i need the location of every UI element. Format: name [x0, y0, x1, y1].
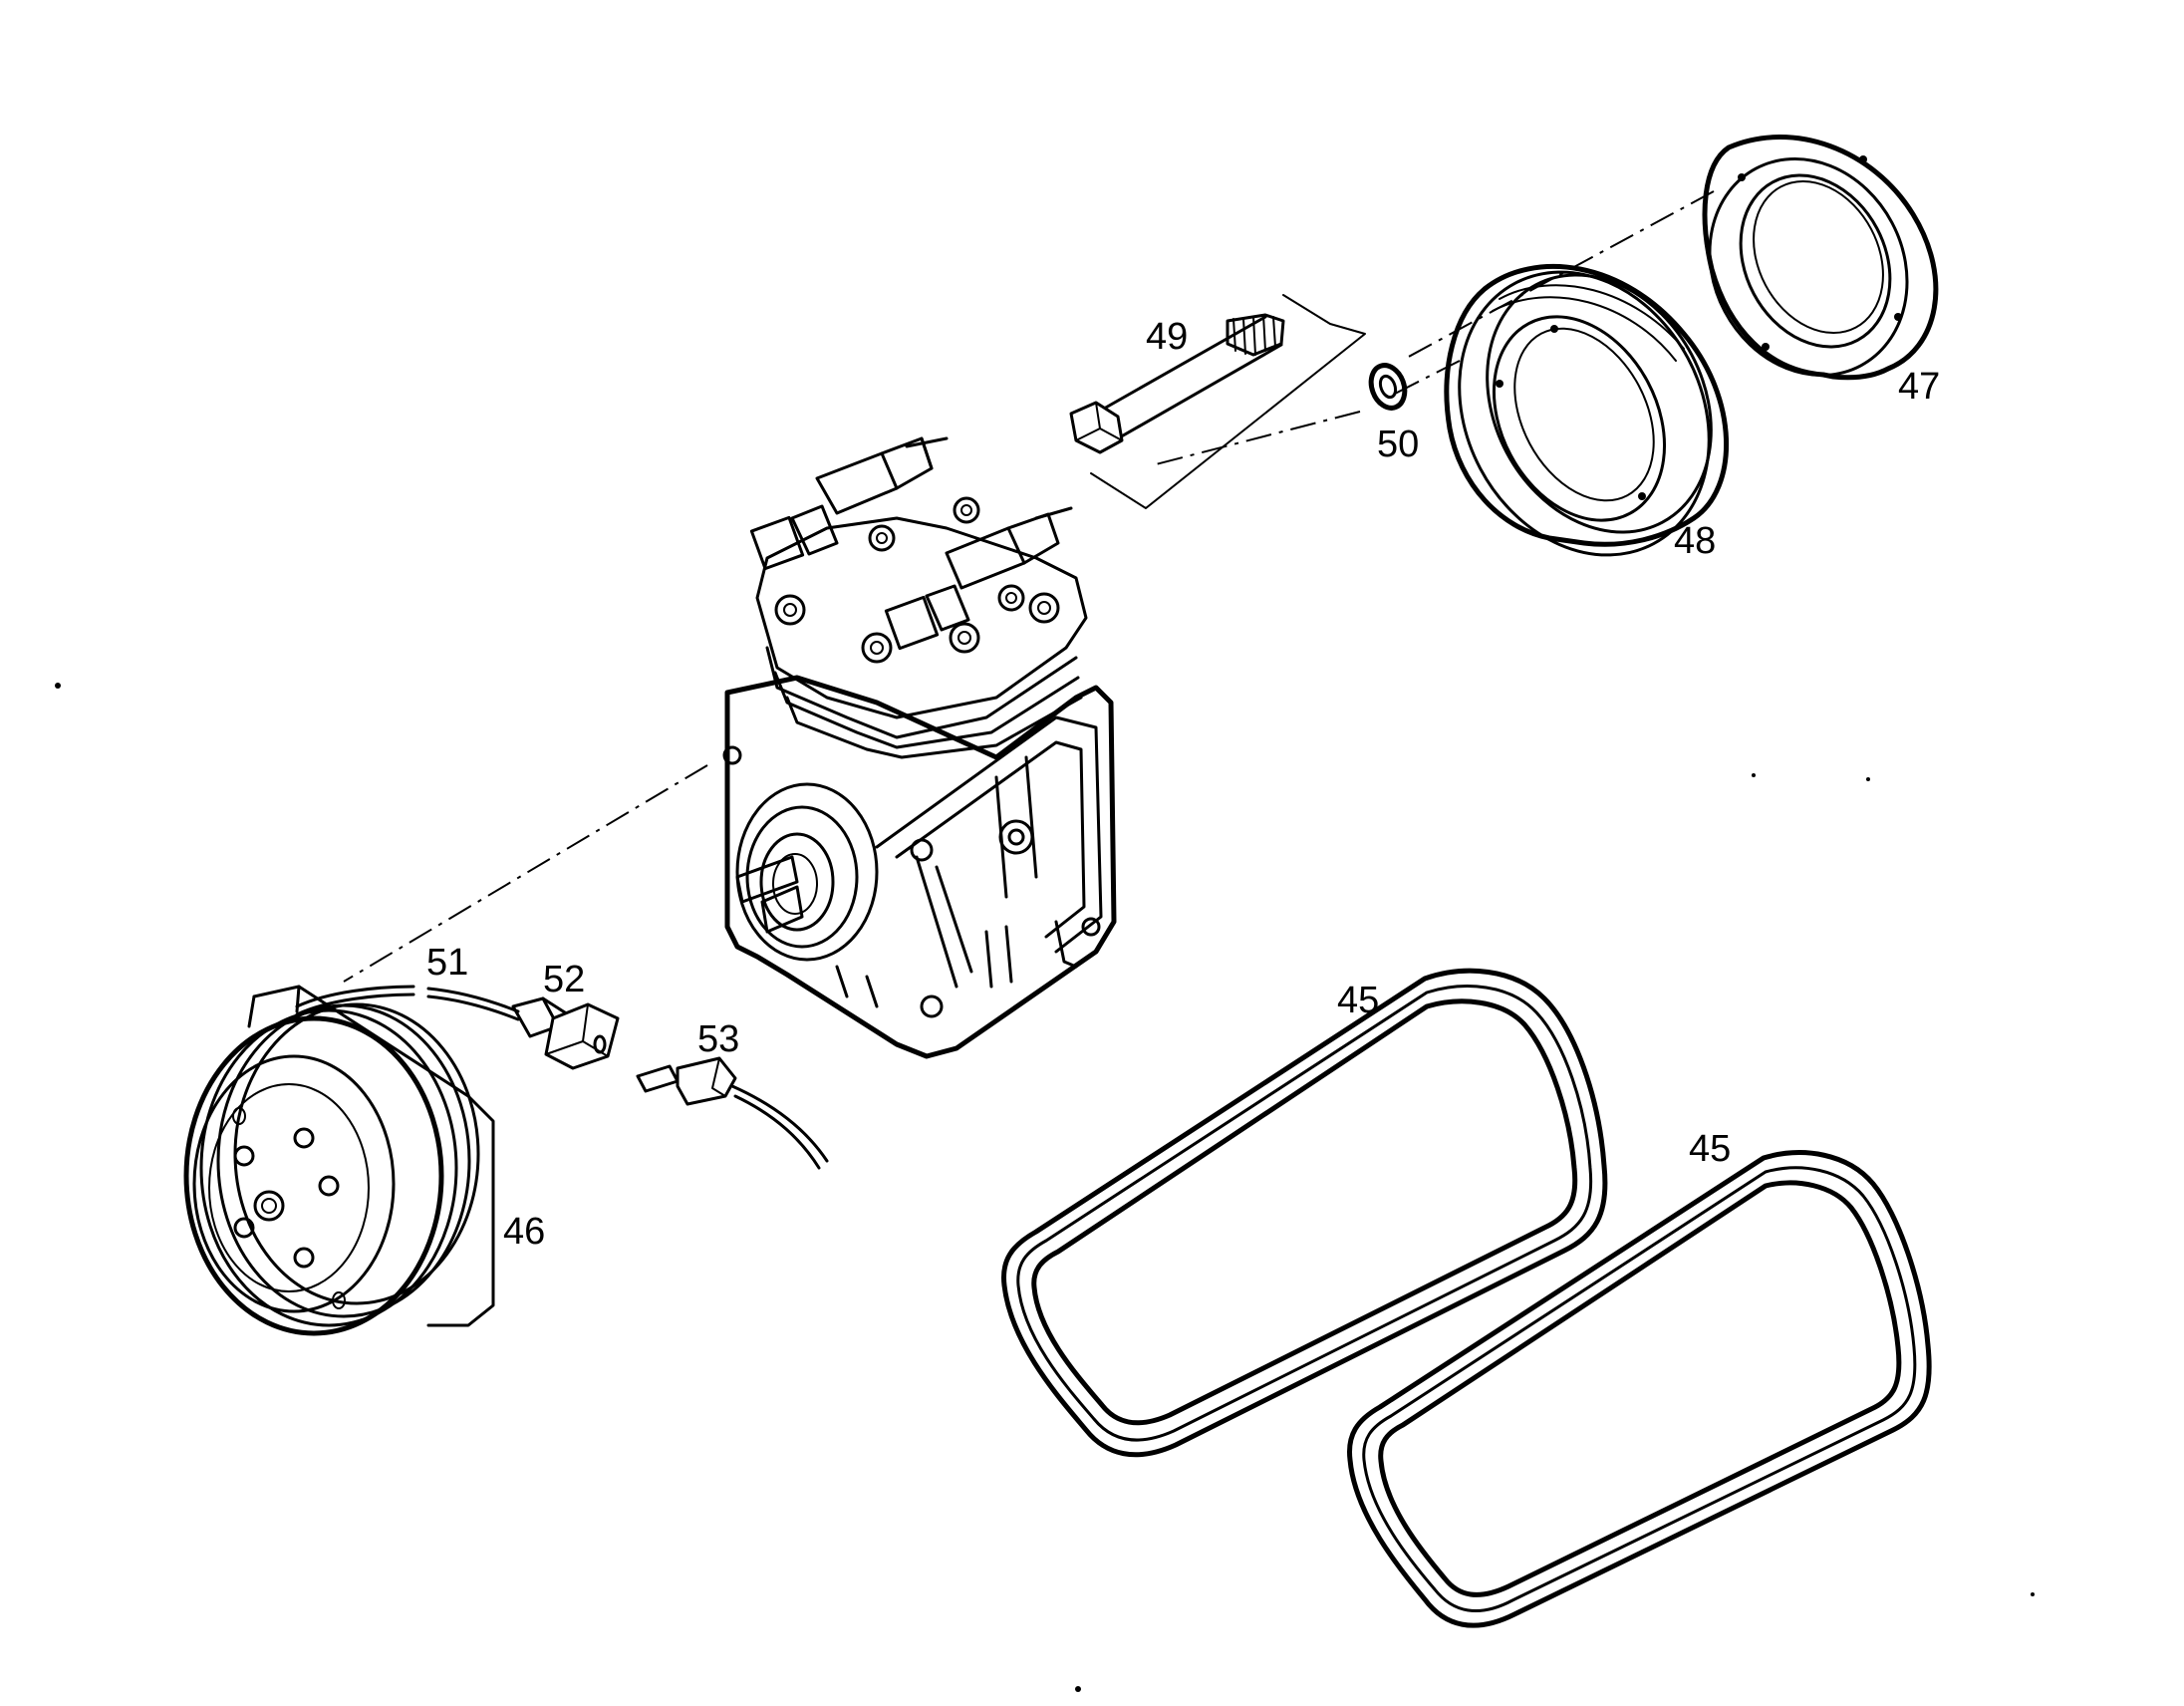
head-bolts: [774, 496, 1060, 664]
callout-47: 47: [1898, 366, 1940, 408]
part-45-belt-upper: [1000, 968, 1608, 1458]
callout-46: 46: [503, 1211, 545, 1253]
scan-specks: [55, 683, 2035, 1692]
callout-50: 50: [1377, 424, 1419, 465]
callout-45-lower: 45: [1689, 1128, 1731, 1170]
compressor-body: [722, 436, 1117, 1059]
callout-49: 49: [1146, 316, 1188, 358]
callout-labels: 45 45 46 47 48 49 50 51 52 53: [426, 316, 1940, 1253]
callout-52: 52: [543, 959, 585, 1000]
callout-53: 53: [697, 1018, 739, 1060]
part-51-wire: [295, 985, 520, 1021]
centerline-compressor-clutch: [343, 764, 708, 983]
part-48-pulley: [1444, 263, 1729, 557]
centerline-47-48: [1404, 190, 1715, 360]
part-45-belt-lower: [1346, 1150, 1932, 1628]
centerline-50-49: [1155, 411, 1361, 465]
part-53-sensor-lead: [636, 1056, 829, 1170]
part-52-connector: [511, 996, 620, 1070]
part-47-cover-ring: [1702, 135, 1939, 381]
service-valves: [749, 436, 1073, 651]
callout-48: 48: [1674, 520, 1716, 562]
callout-51: 51: [426, 942, 468, 984]
part-50-washer: [1368, 363, 1408, 411]
callout-45-upper: 45: [1337, 980, 1379, 1021]
part-46-clutch: [183, 985, 495, 1336]
part-49-bolt: [1069, 294, 1366, 509]
